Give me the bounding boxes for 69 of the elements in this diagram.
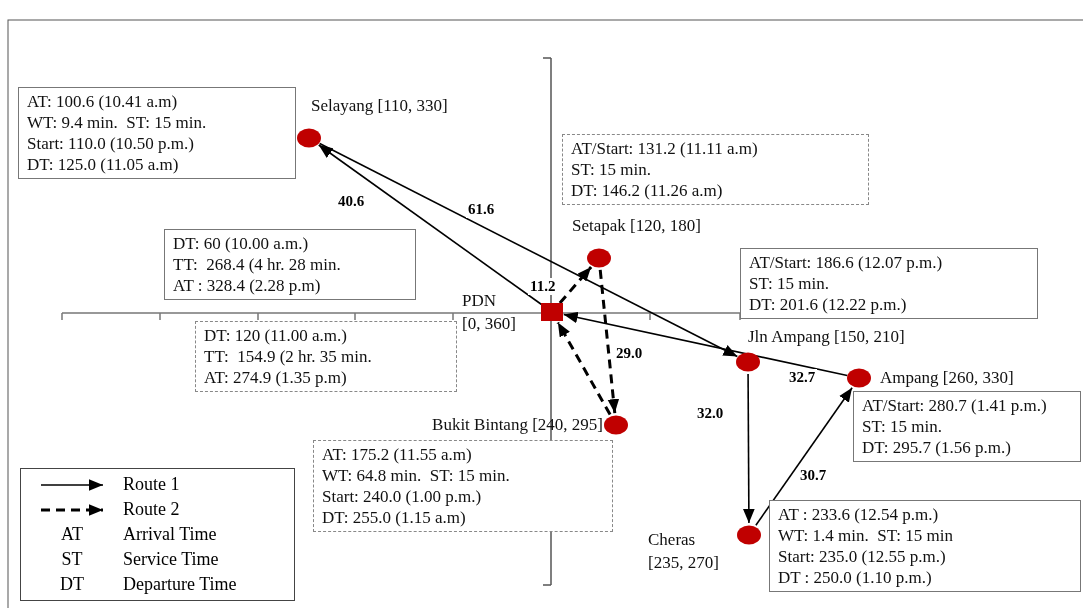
route-arrow <box>317 144 544 306</box>
info-box <box>740 248 1038 319</box>
location-label: Setapak [120, 180] <box>572 215 701 237</box>
route-arrow <box>755 387 853 526</box>
info-box <box>18 87 296 179</box>
location-dot <box>737 525 761 545</box>
info-box <box>853 391 1081 462</box>
location-dot <box>587 248 611 268</box>
info-box <box>195 321 457 392</box>
location-label: Bukit Bintang [240, 295] <box>432 414 603 436</box>
info-line: DT: 60 (10.00 a.m.) <box>173 233 310 254</box>
location-label: [235, 270] <box>648 552 719 574</box>
edge-label: 61.6 <box>466 201 497 218</box>
info-line: ST: 15 min. <box>862 416 943 437</box>
info-line: DT: 146.2 (11.26 a.m) <box>571 180 724 201</box>
location-label: Cheras <box>648 529 697 551</box>
info-line: WT: 1.4 min. ST: 15 min <box>778 525 954 546</box>
info-line: ST: 15 min. <box>571 159 652 180</box>
route-arrow <box>562 311 849 377</box>
info-line: AT : 328.4 (2.28 p.m) <box>173 275 322 296</box>
location-label: Ampang [260, 330] <box>880 367 1014 389</box>
location-dot <box>297 128 321 148</box>
location-label: [0, 360] <box>462 313 516 335</box>
info-box <box>562 134 869 205</box>
info-line: AT : 233.6 (12.54 p.m.) <box>778 504 940 525</box>
info-line: AT/Start: 186.6 (12.07 p.m.) <box>749 252 944 273</box>
info-line: AT: 274.9 (1.35 p.m) <box>204 367 348 388</box>
legend-text: Arrival Time <box>123 524 217 545</box>
location-label: PDN <box>462 290 497 312</box>
info-box <box>769 500 1081 592</box>
route-arrow <box>558 266 593 304</box>
info-box <box>313 440 613 532</box>
info-line: ST: 15 min. <box>749 273 830 294</box>
legend-symbol: AT <box>61 524 83 545</box>
location-dot <box>847 368 871 388</box>
info-line: AT: 175.2 (11.55 a.m) <box>322 444 473 465</box>
route-arrow <box>598 269 620 414</box>
info-line: DT : 250.0 (1.10 p.m.) <box>778 567 933 588</box>
edge-label: 11.2 <box>528 278 558 295</box>
location-dot <box>604 415 628 435</box>
location-label: Jln Ampang [150, 210] <box>748 326 905 348</box>
depot-square <box>541 303 563 321</box>
info-line: Start: 110.0 (10.50 p.m.) <box>27 133 195 154</box>
info-line: TT: 268.4 (4 hr. 28 min. <box>173 254 342 275</box>
info-line: WT: 9.4 min. ST: 15 min. <box>27 112 208 133</box>
legend-text: Route 1 <box>123 474 180 495</box>
route-arrow <box>318 142 739 358</box>
legend-symbol: ST <box>61 549 83 570</box>
info-line: Start: 235.0 (12.55 p.m.) <box>778 546 947 567</box>
info-line: DT: 295.7 (1.56 p.m.) <box>862 437 1012 458</box>
legend-symbol: DT <box>60 574 84 595</box>
info-line: AT/Start: 280.7 (1.41 p.m.) <box>862 395 1048 416</box>
route-arrow <box>743 373 755 524</box>
legend-text: Service Time <box>123 549 219 570</box>
info-line: WT: 64.8 min. ST: 15 min. <box>322 465 511 486</box>
info-line: AT: 100.6 (10.41 a.m) <box>27 91 179 112</box>
location-label: Selayang [110, 330] <box>311 95 448 117</box>
info-line: DT: 201.6 (12.22 p.m.) <box>749 294 908 315</box>
info-line: TT: 154.9 (2 hr. 35 min. <box>204 346 373 367</box>
location-dot <box>736 352 760 372</box>
info-line: Start: 240.0 (1.00 p.m.) <box>322 486 483 507</box>
legend-text: Route 2 <box>123 499 180 520</box>
info-line: DT: 125.0 (11.05 a.m) <box>27 154 180 175</box>
legend-text: Departure Time <box>123 574 237 595</box>
route-arrow <box>556 321 612 416</box>
info-box <box>164 229 416 300</box>
info-line: DT: 120 (11.00 a.m.) <box>204 325 348 346</box>
info-line: AT/Start: 131.2 (11.11 a.m) <box>571 138 759 159</box>
info-line: DT: 255.0 (1.15 a.m) <box>322 507 467 528</box>
